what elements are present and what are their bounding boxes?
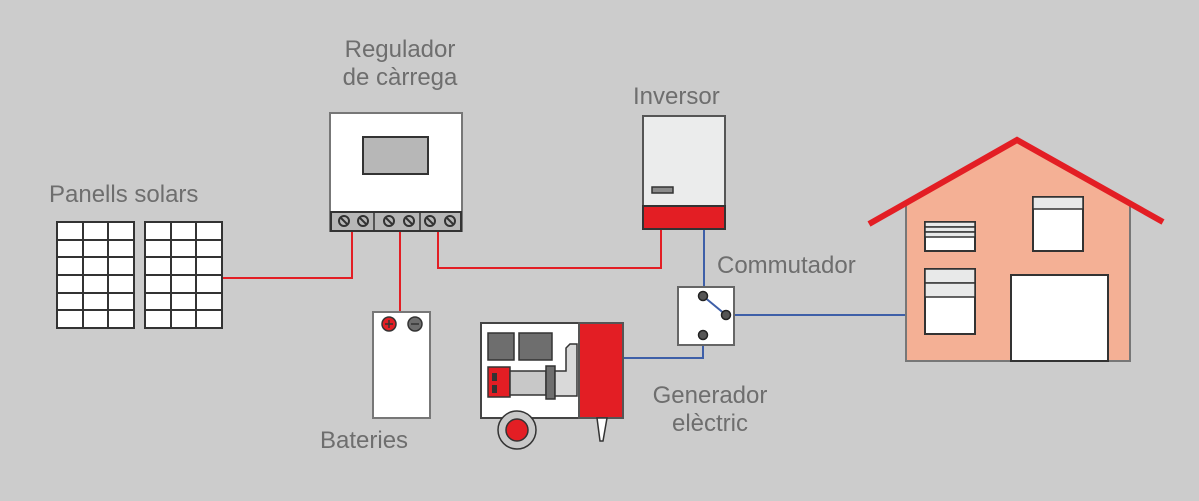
house-roof — [867, 136, 1165, 227]
label-generator: Generador elèctric — [640, 382, 780, 438]
house — [867, 136, 1165, 362]
label-charge-regulator-line1: Regulador — [344, 36, 456, 63]
label-charge-regulator: Regulador de càrrega — [332, 36, 468, 92]
wire-panels-to-regulator — [222, 231, 353, 279]
regulator-terminal-block — [330, 211, 462, 232]
label-inverter: Inversor — [633, 83, 720, 110]
label-generator-line1: Generador — [652, 382, 768, 409]
terminal-screws — [338, 215, 456, 227]
battery-positive-terminal-icon — [381, 316, 397, 332]
label-solar-panels: Panells solars — [49, 181, 199, 208]
charge-regulator — [329, 112, 463, 232]
label-switch: Commutador — [717, 252, 856, 279]
electric-generator — [480, 322, 624, 450]
inverter-indicator — [651, 186, 674, 194]
label-generator-line2: elèctric — [671, 410, 749, 437]
regulator-display — [362, 136, 429, 175]
transfer-switch — [677, 286, 735, 346]
garage-door — [1010, 274, 1109, 362]
solar-panel-left — [56, 221, 135, 329]
inverter — [642, 115, 726, 230]
battery-negative-terminal-icon — [407, 316, 423, 332]
label-charge-regulator-line2: de càrrega — [342, 64, 458, 91]
wire-regulator-to-inverter — [437, 229, 662, 269]
ac-wires — [623, 229, 905, 359]
battery — [372, 311, 431, 419]
dc-wires — [222, 229, 662, 312]
label-batteries: Bateries — [320, 427, 409, 454]
solar-panel-right — [144, 221, 223, 329]
